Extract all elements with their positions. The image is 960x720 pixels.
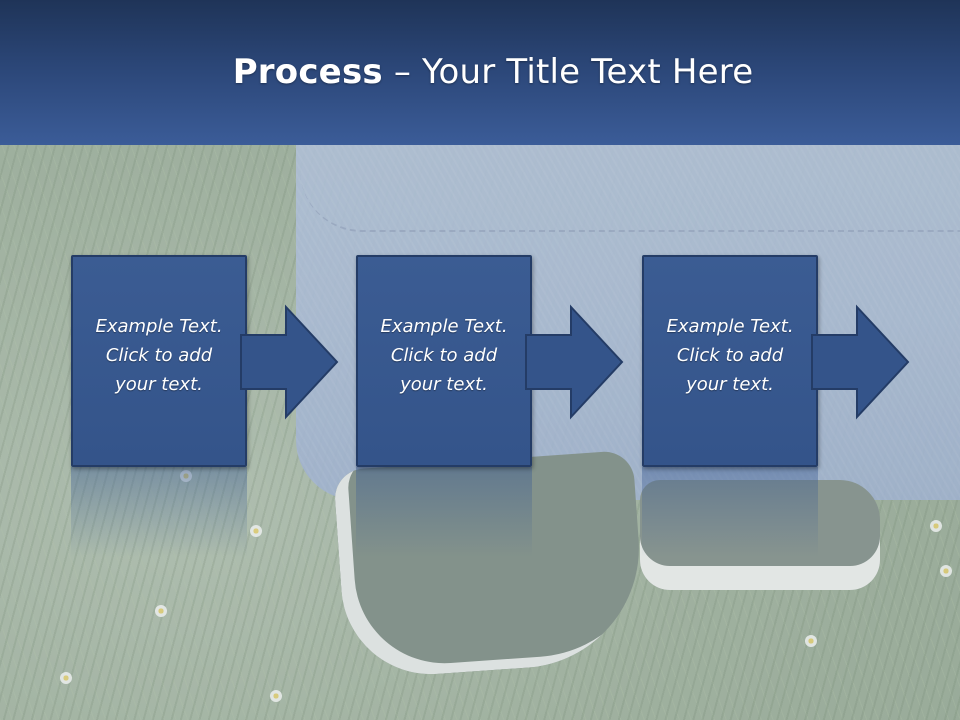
daisy-decoration xyxy=(805,635,817,647)
process-step-3: Example Text. Click to add your text. xyxy=(642,255,910,557)
step-box-3[interactable]: Example Text. Click to add your text. xyxy=(642,255,818,467)
title-bar: Process – Your Title Text Here xyxy=(0,0,960,145)
daisy-decoration xyxy=(270,690,282,702)
step-text-2[interactable]: Example Text. Click to add your text. xyxy=(380,316,508,395)
daisy-decoration xyxy=(250,525,262,537)
step-text-3[interactable]: Example Text. Click to add your text. xyxy=(666,316,794,395)
background-shoe-right xyxy=(640,480,880,590)
arrow-right-icon xyxy=(525,304,624,420)
daisy-decoration xyxy=(155,605,167,617)
title-rest-part: – Your Title Text Here xyxy=(382,52,754,92)
background-jeans-hem xyxy=(300,170,960,232)
daisy-decoration xyxy=(180,470,192,482)
slide-title[interactable]: Process – Your Title Text Here xyxy=(0,52,960,92)
arrow-right-icon xyxy=(240,304,339,420)
step-box-2[interactable]: Example Text. Click to add your text. xyxy=(356,255,532,467)
process-step-2: Example Text. Click to add your text. xyxy=(356,255,624,557)
daisy-decoration xyxy=(60,672,72,684)
title-bold-part: Process xyxy=(232,52,383,92)
step-text-1[interactable]: Example Text. Click to add your text. xyxy=(95,316,223,395)
arrow-right-icon xyxy=(811,304,910,420)
daisy-decoration xyxy=(940,565,952,577)
daisy-decoration xyxy=(930,520,942,532)
step-box-1[interactable]: Example Text. Click to add your text. xyxy=(71,255,247,467)
process-step-1: Example Text. Click to add your text. xyxy=(71,255,339,557)
